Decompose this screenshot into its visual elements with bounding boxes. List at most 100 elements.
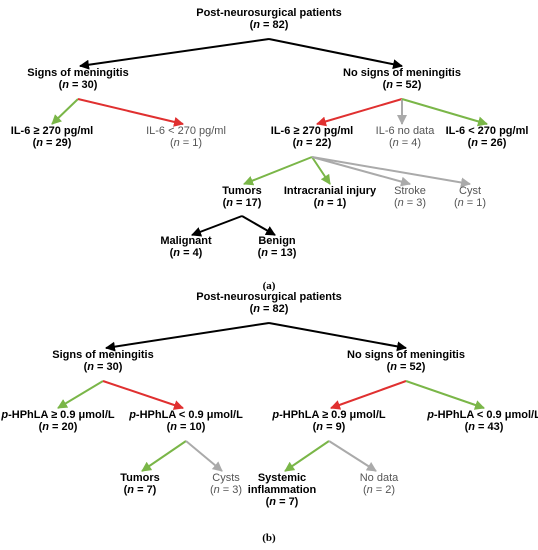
node-label-line: No signs of meningitis bbox=[347, 349, 465, 361]
node-label-line: IL-6 < 270 pg/ml bbox=[146, 125, 226, 137]
arrow-b_lo_1-to-b_tumors bbox=[141, 440, 187, 472]
arrow-b_men-to-b_hi_1 bbox=[57, 380, 104, 409]
node-a_stroke: Stroke(n = 3) bbox=[394, 185, 426, 209]
node-label-line: Tumors bbox=[222, 185, 262, 197]
arrow-a_tumors-to-a_benign bbox=[241, 215, 276, 236]
node-label-line: IL-6 ≥ 270 pg/ml bbox=[271, 125, 353, 137]
arrow-a_il6hi_2-to-a_stroke bbox=[311, 156, 411, 187]
node-label-line: Cyst bbox=[459, 185, 481, 197]
node-label-line: p-HPhLA < 0.9 μmol/L bbox=[128, 409, 243, 421]
node-a_il6hi_1: IL-6 ≥ 270 pg/ml(n = 29) bbox=[11, 125, 93, 149]
node-label-line: IL-6 < 270 pg/ml bbox=[446, 125, 529, 137]
node-label-line: Post-neurosurgical patients bbox=[196, 7, 341, 19]
node-label-line: (n = 3) bbox=[210, 484, 242, 496]
arrow-b_nomen-to-b_hi_2 bbox=[330, 380, 407, 410]
node-label-line: Systemic bbox=[258, 472, 306, 484]
arrow-a_tumors-to-a_malignant bbox=[191, 215, 243, 237]
arrow-b_men-to-b_lo_1 bbox=[102, 380, 184, 410]
node-label-line: (n = 1) bbox=[314, 197, 347, 209]
node-label-line: (n = 13) bbox=[258, 247, 297, 259]
node-label-line: (n = 20) bbox=[39, 421, 78, 433]
panel-label-b: (b) bbox=[262, 532, 276, 544]
node-b_root: Post-neurosurgical patients(n = 82) bbox=[196, 291, 341, 315]
node-label-line: IL-6 ≥ 270 pg/ml bbox=[11, 125, 93, 137]
arrow-a_men-to-a_il6lo_1 bbox=[77, 98, 184, 127]
node-label-line: (n = 43) bbox=[465, 421, 504, 433]
node-label-line: inflammation bbox=[248, 484, 317, 496]
node-b_nodata: No data(n = 2) bbox=[360, 472, 399, 496]
arrow-a_il6hi_2-to-a_cyst bbox=[311, 156, 471, 188]
node-label-line: (n = 30) bbox=[59, 79, 98, 91]
arrow-b_hi_2-to-b_nodata bbox=[328, 440, 377, 472]
node-label-line: Benign bbox=[258, 235, 296, 247]
node-label-line: Intracranial injury bbox=[284, 185, 377, 197]
node-label-line: Malignant bbox=[160, 235, 212, 247]
node-label-line: (n = 82) bbox=[250, 19, 289, 31]
arrow-b_nomen-to-b_lo_2 bbox=[405, 380, 485, 410]
node-a_root: Post-neurosurgical patients(n = 82) bbox=[196, 7, 341, 31]
node-a_injury: Intracranial injury(n = 1) bbox=[284, 185, 377, 209]
node-b_cysts: Cysts(n = 3) bbox=[210, 472, 242, 496]
node-b_hi_2: p-HPhLA ≥ 0.9 μmol/L(n = 9) bbox=[271, 409, 386, 433]
node-label-line: (n = 52) bbox=[383, 79, 422, 91]
arrow-a_nomen-to-a_il6lo_2 bbox=[401, 98, 488, 127]
arrow-b_root-to-b_men bbox=[105, 322, 270, 352]
node-b_nomen: No signs of meningitis(n = 52) bbox=[347, 349, 465, 373]
node-label-line: (n = 4) bbox=[389, 137, 421, 149]
node-a_il6nodata: IL-6 no data(n = 4) bbox=[376, 125, 436, 149]
node-b_men: Signs of meningitis(n = 30) bbox=[52, 349, 153, 373]
node-label-line: (n = 4) bbox=[170, 247, 203, 259]
node-a_il6lo_1: IL-6 < 270 pg/ml(n = 1) bbox=[146, 125, 226, 149]
node-a_il6lo_2: IL-6 < 270 pg/ml(n = 26) bbox=[446, 125, 529, 149]
node-b_tumors: Tumors(n = 7) bbox=[120, 472, 160, 496]
node-label-line: No data bbox=[360, 472, 399, 484]
arrow-b_root-to-b_nomen bbox=[268, 322, 407, 352]
arrow-b_hi_2-to-b_sysinf bbox=[284, 440, 330, 472]
node-label-line: Stroke bbox=[394, 185, 426, 197]
arrow-a_root-to-a_nomen bbox=[268, 38, 403, 70]
node-b_lo_1: p-HPhLA < 0.9 μmol/L(n = 10) bbox=[128, 409, 243, 433]
arrow-a_men-to-a_il6hi_1 bbox=[51, 98, 79, 125]
node-label-line: p-HPhLA ≥ 0.9 μmol/L bbox=[0, 409, 115, 421]
arrow-a_root-to-a_men bbox=[79, 38, 270, 70]
node-label-line: (n = 30) bbox=[84, 361, 123, 373]
node-label-line: IL-6 no data bbox=[376, 125, 436, 137]
node-a_nomen: No signs of meningitis(n = 52) bbox=[343, 67, 461, 91]
node-label-line: (n = 29) bbox=[33, 137, 72, 149]
node-a_tumors: Tumors(n = 17) bbox=[222, 185, 262, 209]
node-a_benign: Benign(n = 13) bbox=[258, 235, 297, 259]
node-label-line: p-HPhLA ≥ 0.9 μmol/L bbox=[271, 409, 386, 421]
node-a_malignant: Malignant(n = 4) bbox=[160, 235, 212, 259]
node-label-line: Signs of meningitis bbox=[27, 67, 128, 79]
node-label-line: (n = 10) bbox=[167, 421, 206, 433]
node-label-line: (n = 26) bbox=[468, 137, 507, 149]
node-label-line: (n = 2) bbox=[363, 484, 395, 496]
node-label-line: (n = 52) bbox=[387, 361, 426, 373]
node-label-line: (n = 7) bbox=[266, 496, 299, 508]
node-b_hi_1: p-HPhLA ≥ 0.9 μmol/L(n = 20) bbox=[0, 409, 115, 433]
nodes-layer: Post-neurosurgical patients(n = 82)Signs… bbox=[0, 7, 538, 508]
node-label-line: Post-neurosurgical patients bbox=[196, 291, 341, 303]
node-a_il6hi_2: IL-6 ≥ 270 pg/ml(n = 22) bbox=[271, 125, 353, 149]
node-label-line: p-HPhLA < 0.9 μmol/L bbox=[426, 409, 538, 421]
node-label-line: (n = 3) bbox=[394, 197, 426, 209]
panel-label-a: (a) bbox=[263, 280, 276, 292]
node-label-line: (n = 1) bbox=[454, 197, 486, 209]
node-a_cyst: Cyst(n = 1) bbox=[454, 185, 486, 209]
node-label-line: (n = 1) bbox=[170, 137, 202, 149]
node-a_men: Signs of meningitis(n = 30) bbox=[27, 67, 128, 91]
arrow-a_nomen-to-a_il6hi_2 bbox=[316, 98, 403, 127]
node-label-line: (n = 17) bbox=[223, 197, 262, 209]
node-label-line: (n = 82) bbox=[250, 303, 289, 315]
node-label-line: Tumors bbox=[120, 472, 160, 484]
node-label-line: Cysts bbox=[212, 472, 240, 484]
node-b_lo_2: p-HPhLA < 0.9 μmol/L(n = 43) bbox=[426, 409, 538, 433]
arrow-a_il6hi_2-to-a_tumors bbox=[243, 156, 313, 186]
node-label-line: No signs of meningitis bbox=[343, 67, 461, 79]
node-label-line: (n = 7) bbox=[124, 484, 157, 496]
node-label-line: (n = 9) bbox=[313, 421, 346, 433]
arrow-b_lo_1-to-b_cysts bbox=[185, 440, 223, 472]
edges-layer bbox=[51, 38, 488, 472]
